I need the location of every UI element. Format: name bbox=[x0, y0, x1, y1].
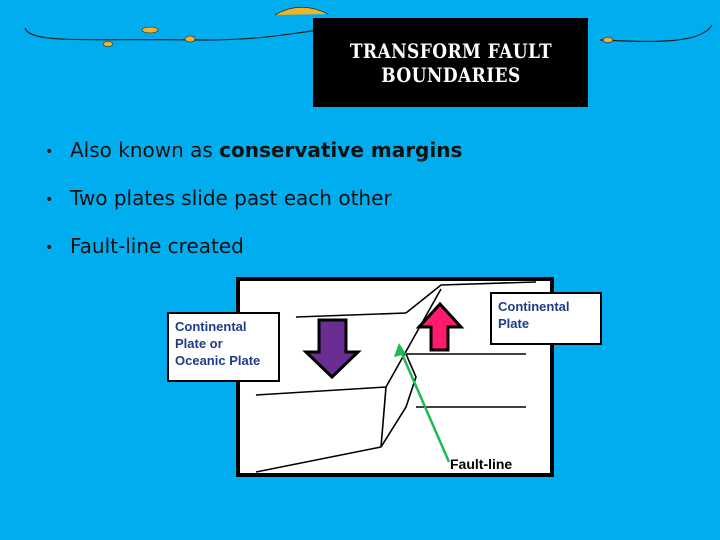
decorative-vine bbox=[24, 6, 713, 47]
label-continental-or-oceanic: Continental Plate or Oceanic Plate bbox=[167, 312, 280, 382]
bold-term: conservative margins bbox=[219, 138, 463, 162]
label-continental-plate: Continental Plate bbox=[490, 292, 602, 345]
title-line-2: Boundaries bbox=[380, 62, 521, 87]
title-box: Transform Fault Boundaries bbox=[313, 18, 588, 107]
fault-illustration bbox=[255, 281, 537, 473]
bullet-item: •Two plates slide past each other bbox=[45, 186, 392, 210]
bullet-item: •Also known as conservative margins bbox=[45, 138, 463, 162]
title-line-1: Transform Fault bbox=[349, 38, 552, 63]
bullet-item: •Fault-line created bbox=[45, 234, 244, 258]
bullet-list: •Also known as conservative margins •Two… bbox=[45, 138, 462, 282]
fault-line-label: Fault-line bbox=[450, 456, 513, 472]
